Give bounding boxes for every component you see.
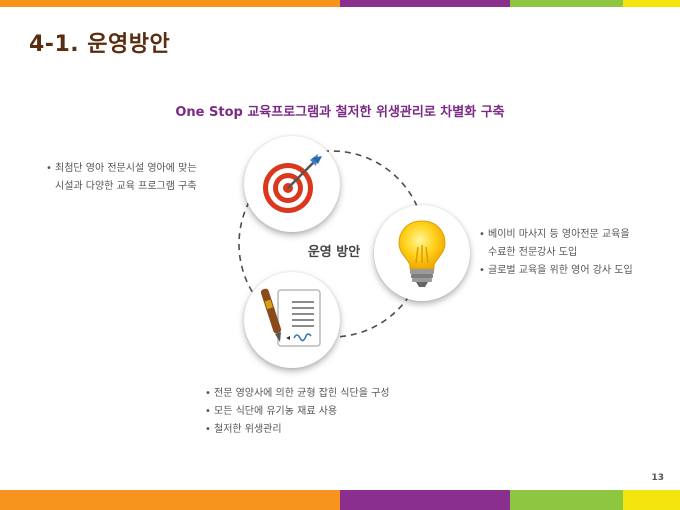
idea-bullets: 베이비 마사지 등 영아전문 교육을 수료한 전문강사 도입 글로벌 교육을 위…	[479, 226, 633, 280]
lightbulb-icon	[398, 220, 446, 287]
bar-segment-orange	[0, 0, 340, 7]
list-item: 철저한 위생관리	[205, 421, 389, 439]
list-item: 모든 식단에 유기농 재료 사용	[205, 403, 389, 421]
list-item: 베이비 마사지 등 영아전문 교육을 수료한 전문강사 도입	[479, 226, 633, 262]
target-circle	[244, 136, 340, 232]
list-item: 글로벌 교육을 위한 영어 강사 도입	[479, 262, 633, 280]
target-icon	[263, 154, 322, 213]
document-bullets: 전문 영양사에 의한 균형 잡힌 식단을 구성 모든 식단에 유기농 재료 사용…	[205, 385, 389, 439]
page-number: 13	[651, 473, 664, 483]
page-title: 4-1. 운영방안	[29, 32, 171, 57]
document-pen-icon	[260, 288, 321, 347]
bottom-color-bar	[0, 490, 680, 510]
bar-segment-purple	[340, 490, 510, 510]
bar-segment-green	[510, 490, 623, 510]
list-item: 전문 영양사에 의한 균형 잡힌 식단을 구성	[205, 385, 389, 403]
top-color-bar	[0, 0, 680, 7]
lightbulb-circle	[374, 205, 470, 301]
list-item: 최첨단 영아 전문시설 영아에 맞는 시설과 다양한 교육 프로그램 구축	[46, 160, 197, 196]
bar-segment-orange	[0, 490, 340, 510]
bar-segment-purple	[340, 0, 510, 7]
bar-segment-green	[510, 0, 623, 7]
page-subtitle: One Stop 교육프로그램과 철저한 위생관리로 차별화 구축	[175, 105, 505, 120]
bar-segment-yellow	[623, 0, 680, 7]
bar-segment-yellow	[623, 490, 680, 510]
document-circle	[244, 272, 340, 368]
diagram-center-label: 운영 방안	[307, 245, 361, 260]
target-bullets: 최첨단 영아 전문시설 영아에 맞는 시설과 다양한 교육 프로그램 구축	[46, 160, 197, 196]
